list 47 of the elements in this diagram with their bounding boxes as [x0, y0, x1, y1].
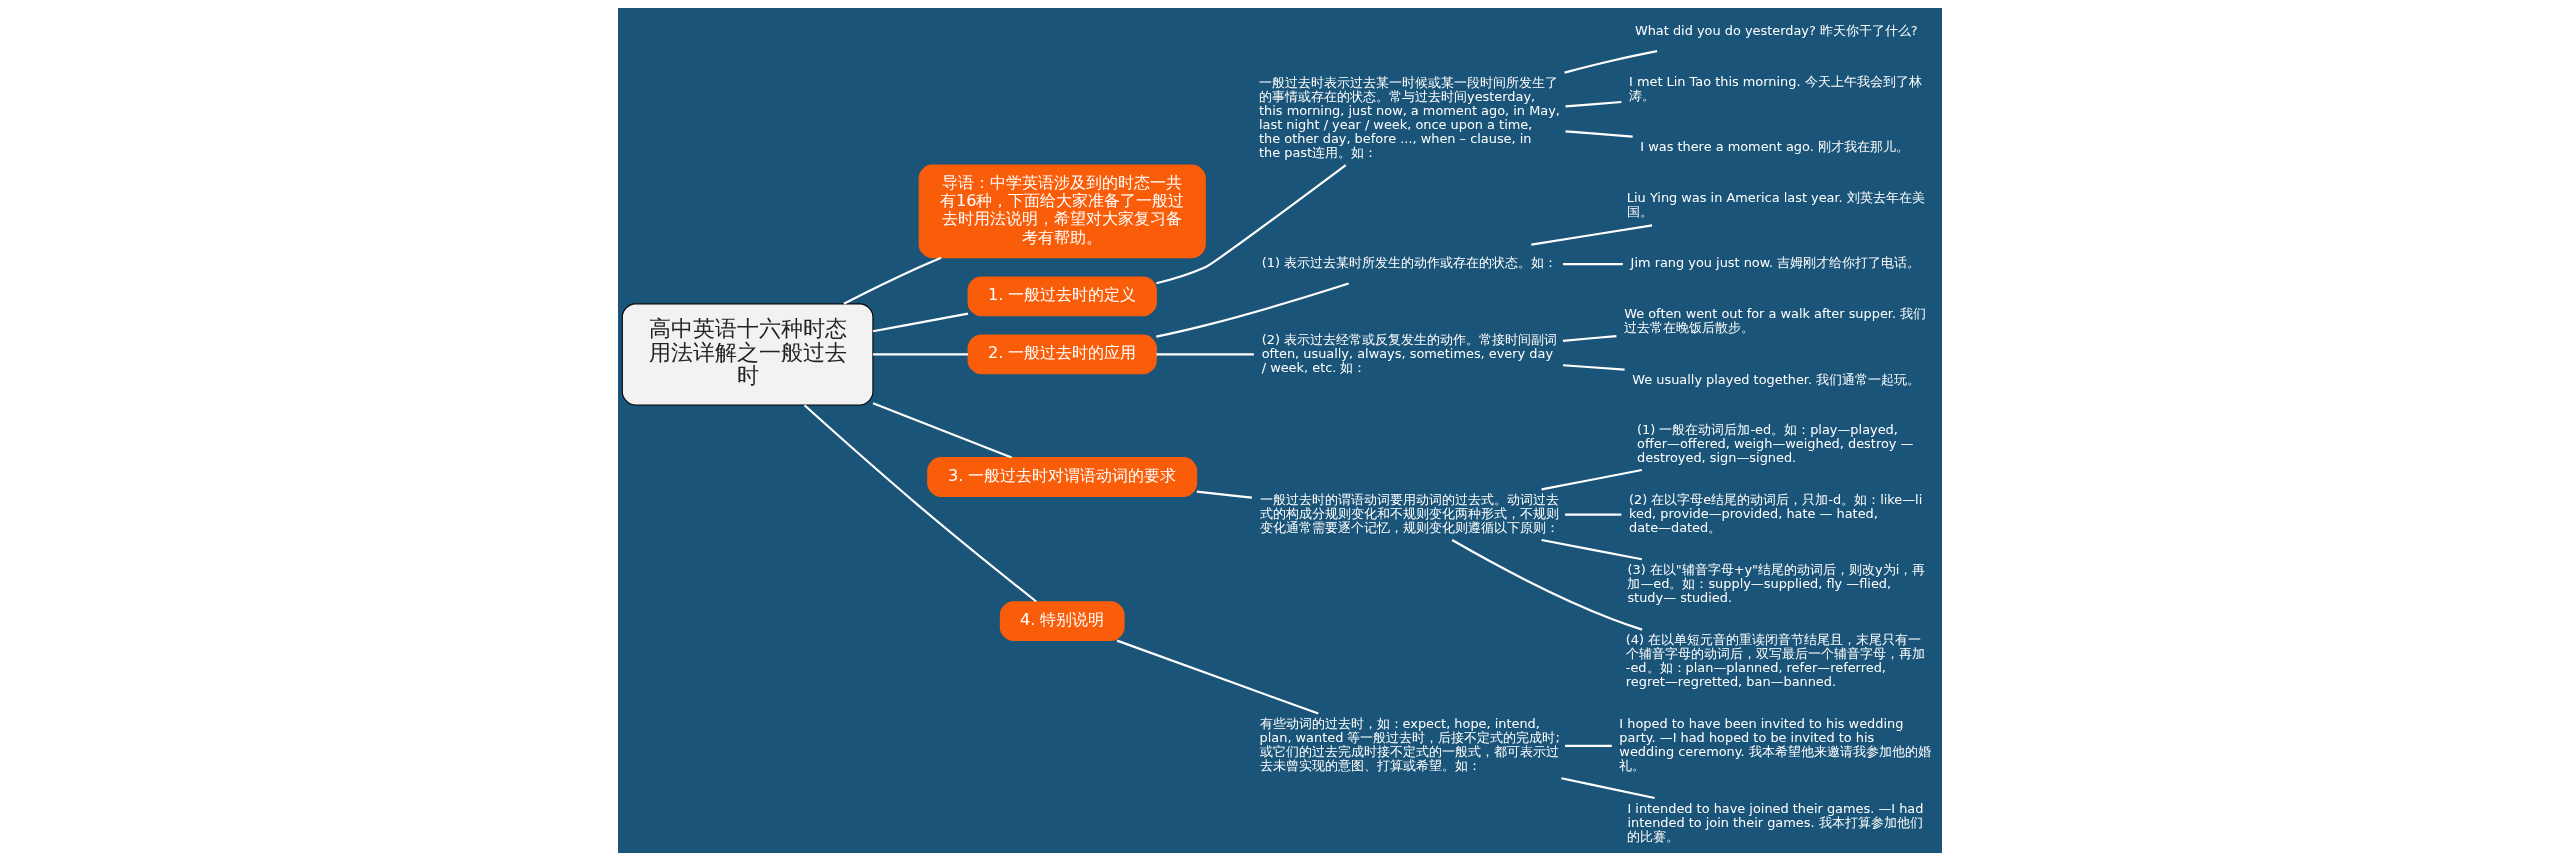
node-text: We often went out for a walk after supper. 我们过去常在晚饭后散步。 [1624, 306, 1927, 336]
connector [1156, 282, 1349, 338]
connector [803, 404, 1037, 603]
node-text: (2) 表示过去经常或反复发生的动作。常接时间副词often, usually, always, sometimes, every day / week, etc. 如： [1261, 331, 1558, 375]
node-box: 4. 特别说明 [999, 601, 1125, 642]
connector [1562, 263, 1623, 266]
node-box: 导语：中学英语涉及到的时态一共有16种，下面给大家准备了一般过去时用法说明，希望对大家复习备考有帮助。 [918, 164, 1206, 259]
node-text: I met Lin Tao this morning. 今天上午我会到了林涛。 [1629, 74, 1922, 104]
node-text: 一般过去时表示过去某一时候或某一段时间所发生了的事情或存在的状态。常与过去时间yesterday, this morning, just now, a moment ago, in May, last night / year / week, once upon a time, the other day, before ..., when – clause, in the past连用。如： [1259, 75, 1560, 161]
node-text: (1) 表示过去某时所发生的动作或存在的状态。如： [1261, 255, 1558, 271]
connector [1156, 353, 1254, 356]
connector [1565, 100, 1622, 108]
node-text: 有些动词的过去时，如：expect, hope, intend, plan, wanted 等一般过去时，后接不定式的完成时;或它们的过去完成时接不定式的一般式，都可表示过去未曾实现的意图、打算或希望。如： [1259, 716, 1560, 774]
connector [1562, 335, 1617, 342]
connector [1565, 130, 1633, 138]
node-text: We usually played together. 我们通常一起玩。 [1632, 371, 1921, 387]
connector [1561, 777, 1655, 800]
node-text: Jim rang you just now. 吉姆刚才给你打了电话。 [1630, 255, 1921, 271]
connector [1564, 50, 1658, 74]
node-text: Liu Ying was in America last year. 刘英去年在美国。 [1626, 190, 1925, 220]
connector [873, 353, 968, 356]
node-box: 1. 一般过去时的定义 [967, 276, 1157, 317]
node-text: 一般过去时的谓语动词要用动词的过去式。动词过去式的构成分规则变化和不规则变化两种形式，不规则变化通常需要逐个记忆，规则变化则遵循以下原则： [1259, 492, 1559, 535]
node-box: 高中英语十六种时态用法详解之一般过去时 [621, 303, 874, 406]
node-text: I hoped to have been invited to his wedding party. —I had hoped to be invited to his wedding ceremony. 我本希望他来邀请我参加他的婚礼。 [1619, 716, 1931, 774]
node-text: I intended to have joined their games. —I had intended to join their games. 我本打算参加他们的比赛。 [1627, 800, 1924, 844]
connector [1156, 164, 1347, 285]
node-box: 2. 一般过去时的应用 [967, 334, 1157, 375]
connector [872, 312, 969, 333]
node-box: 3. 一般过去时对谓语动词的要求 [927, 457, 1198, 497]
connector [843, 256, 942, 305]
node-text: (1) 一般在动词后加-ed。如：play—played, offer—offered, weigh—weighed, destroy — destroyed, sign—signed. [1637, 422, 1914, 466]
connector [872, 402, 1012, 459]
connector [1565, 513, 1622, 516]
connector [1531, 224, 1653, 246]
node-text: (3) 在以"辅音字母+y"结尾的动词后，则改y为i，再加—ed。如：supply—supplied, fly —flied, study— studied. [1627, 561, 1926, 605]
connector [1565, 744, 1612, 747]
connector [1541, 538, 1643, 561]
connector [1562, 364, 1625, 371]
connector [1541, 469, 1643, 491]
node-text: (4) 在以单短元音的重读闭音节结尾且，末尾只有一个辅音字母的动词后，双写最后一个辅音字母，再加-ed。如：plan—planned, refer—referred, regret—regretted, ban—banned. [1625, 632, 1925, 690]
node-text: What did you do yesterday? 昨天你干了什么? [1634, 23, 1918, 39]
connector [1451, 539, 1643, 631]
node-text: (2) 在以字母e结尾的动词后，只加-d。如：like—liked, provide—provided, hate — hated, date—dated。 [1629, 492, 1923, 535]
connector [1116, 639, 1319, 715]
node-text: I was there a moment ago. 刚才我在那儿。 [1640, 139, 1909, 155]
connector [1196, 490, 1253, 499]
